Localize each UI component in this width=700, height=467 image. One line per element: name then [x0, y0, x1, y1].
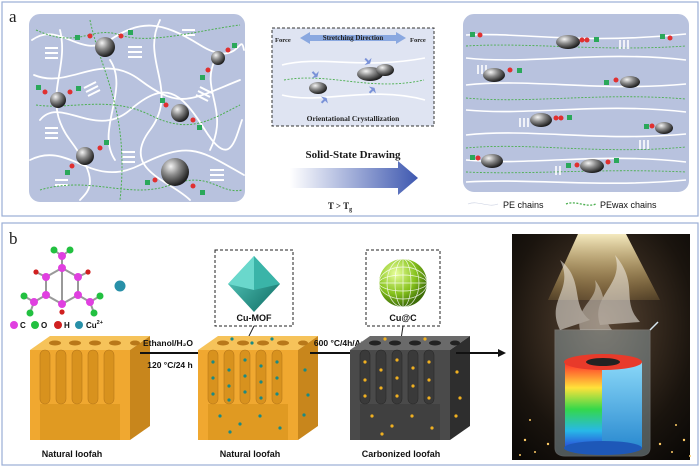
cube2-label: Natural loofah	[220, 449, 281, 459]
mof-particles	[211, 337, 310, 434]
inset-particle-3	[376, 64, 394, 76]
cu-c-inset: Cu@C	[365, 249, 441, 352]
evaporator-surface	[586, 358, 620, 366]
nanoparticles-left	[50, 37, 225, 186]
cube3-label: Carbonized loofah	[362, 449, 441, 459]
cube1-label: Natural loofah	[42, 449, 103, 459]
pe-legend-label: PE chains	[503, 200, 544, 210]
pe-legend-outline	[467, 202, 499, 206]
ligand-tags-right	[470, 32, 673, 168]
cube-natural-loofah	[30, 336, 150, 440]
cu-c-label: Cu@C	[389, 313, 417, 323]
step1-conditions: 120 °C/24 h	[147, 360, 192, 370]
cu-c-particles	[363, 337, 462, 436]
beaker-spout	[649, 321, 659, 331]
stretch-double-arrow	[300, 32, 406, 44]
orientation-inset-frame	[271, 27, 435, 127]
cube-carbonized-loofah	[350, 336, 470, 440]
sparkle-particles	[519, 419, 691, 457]
step3-arrow-head	[498, 349, 506, 357]
ir-image-half	[565, 362, 602, 448]
o-atom-swatch	[31, 321, 39, 329]
light-beam	[548, 234, 660, 300]
step2-conditions: 600 °C/4h/Ar	[314, 338, 365, 348]
pewax-legend-swatch	[565, 202, 597, 206]
c-atom-swatch	[10, 321, 18, 329]
orientational-crystallization-label: Orientational Crystallization	[307, 114, 401, 123]
panel-b-letter: b	[9, 229, 18, 248]
nanoparticles-right	[481, 35, 673, 173]
temperature-condition: T > Tg	[328, 201, 352, 213]
unstretched-network	[27, 12, 247, 204]
h-atom-swatch	[54, 321, 62, 329]
panel-a: a	[1, 1, 699, 217]
inset-chains	[281, 57, 426, 101]
cu-ion-sphere	[114, 280, 126, 292]
stretching-direction-label: Stretching Direction	[323, 34, 384, 42]
panel-a-legend: PE chains PEwax chains	[467, 200, 657, 210]
c-atom-label: C	[20, 321, 26, 330]
ligand-tags-left	[36, 30, 237, 195]
panel-b: b	[1, 222, 699, 466]
cu-mof-label: Cu-MOF	[237, 313, 272, 323]
beaker-bottom	[564, 441, 642, 455]
solid-state-drawing-label: Solid-State Drawing	[305, 149, 401, 161]
solar-evaporation-photo	[512, 234, 691, 460]
inset-small-arrows	[311, 57, 376, 104]
force-left-label: Force	[275, 37, 291, 44]
pe-chains-left	[29, 19, 245, 201]
inset-particle-1	[309, 82, 327, 94]
force-right-label: Force	[410, 37, 426, 44]
orientation-inset: Force Stretching Direction Force Orienta…	[271, 27, 435, 127]
vapor-plumes	[555, 255, 640, 330]
stretched-network	[461, 12, 691, 194]
inset-wax-chains	[283, 77, 425, 85]
element-legend: C O H Cu2+	[10, 320, 103, 330]
cu-mof-inset: Cu-MOF	[214, 249, 294, 352]
pewax-legend-label: PEwax chains	[600, 200, 657, 210]
panel-a-letter: a	[9, 7, 17, 26]
step1-solvent: Ethanol/H₂O	[143, 338, 193, 348]
cu-c-cage	[378, 258, 428, 308]
drawing-arrow	[290, 161, 418, 195]
right-network-bg	[461, 12, 691, 194]
o-atom-label: O	[41, 321, 47, 330]
cube-mof-loofah	[198, 336, 318, 440]
cu-ion-swatch	[75, 321, 83, 329]
water-half	[602, 362, 642, 448]
lamellae-left	[45, 29, 224, 186]
cu-ion-label: Cu2+	[86, 320, 103, 330]
h-atom-label: H	[64, 321, 70, 330]
btc-ligand-molecule	[20, 246, 104, 317]
